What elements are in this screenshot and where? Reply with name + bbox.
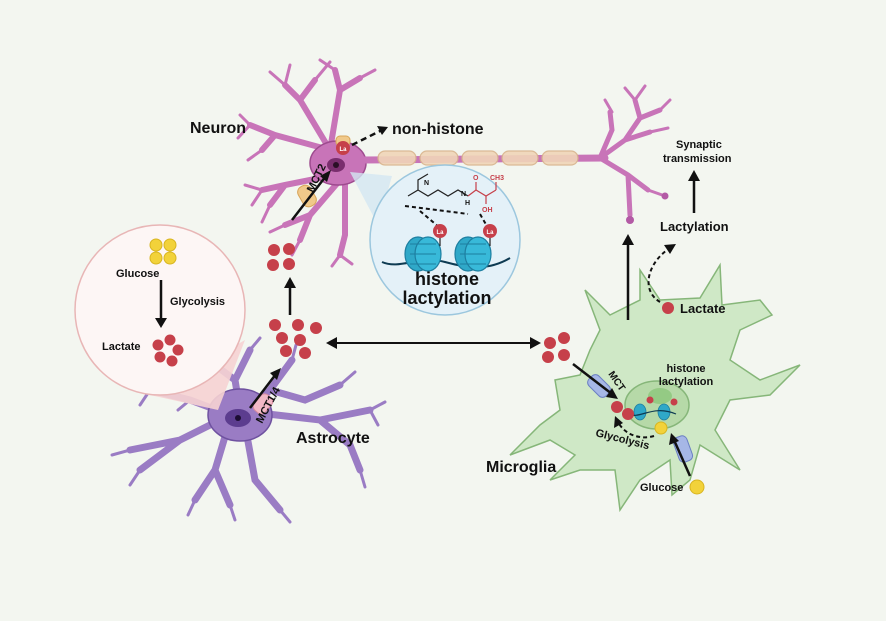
lactate-cluster-left (152, 334, 184, 367)
histone-lactylation-label-2: lactylation (402, 288, 491, 308)
svg-text:La: La (486, 230, 494, 236)
non-histone-label: non-histone (392, 121, 484, 138)
synaptic-label-1: Synaptic (676, 139, 722, 151)
microglia-label: Microglia (486, 459, 556, 476)
neuron-terminal-thin (603, 84, 672, 222)
myelin-segment (419, 150, 459, 166)
lactyl-lysine-structure (407, 173, 497, 204)
glucose-outside-microglia (689, 479, 705, 495)
glucose-transporter (672, 435, 694, 463)
arrow-lactate-to-neuron (291, 175, 327, 221)
arrow-glycolysis-micro (617, 421, 655, 439)
histone-lens (369, 164, 521, 316)
microglia-nucleosomes (627, 396, 678, 421)
neuron-label: Neuron (190, 120, 246, 137)
synaptic-label-2: transmission (663, 153, 732, 165)
glycolysis-label-left: Glycolysis (170, 296, 225, 308)
neuron-dendrite-thin (236, 58, 377, 268)
la-badge-histone-left (433, 224, 447, 238)
dna-strand (381, 257, 511, 269)
myelin-sheaths (377, 150, 579, 166)
lactate-label-right: Lactate (680, 301, 726, 316)
svg-text:N: N (424, 180, 429, 187)
histone-lactylation-label-1: histone (415, 269, 479, 289)
lactate-cluster-microglia (542, 332, 570, 363)
la-badge-histone-right (483, 224, 497, 238)
svg-text:H: H (465, 200, 470, 207)
microglia-histone-label-2: lactylation (659, 376, 714, 388)
myelin-segment (541, 150, 579, 166)
svg-text:O: O (473, 175, 479, 182)
neuron-axon-terminal (597, 97, 663, 218)
svg-text:La: La (436, 230, 444, 236)
myelin-segment (501, 150, 539, 166)
glucose-inside-microglia (654, 421, 668, 435)
glucose-label-micro: Glucose (640, 482, 683, 494)
la-badge-neuron (336, 141, 350, 155)
svg-text:CH3: CH3 (490, 175, 504, 182)
arrow-astrocyte-out (249, 373, 277, 409)
lactate-inside-microglia (611, 401, 634, 420)
lactylation-label: Lactylation (660, 219, 729, 234)
myelin-segment (377, 150, 417, 166)
svg-text:OH: OH (482, 207, 493, 214)
arrow-glucose-in (672, 439, 692, 477)
microglia-histone-label-1: histone (666, 363, 705, 375)
neuron-dendrite (247, 67, 363, 258)
astrocyte-label: Astrocyte (296, 430, 370, 447)
arrow-into-microglia (572, 363, 613, 395)
lactate-cluster-center (269, 319, 322, 359)
lactate-label-left: Lactate (102, 341, 141, 353)
lactate-dot-right (662, 302, 674, 314)
glucose-label-left: Glucose (116, 268, 159, 280)
nucleosome-right (454, 236, 492, 272)
lactate-cluster-upper (267, 243, 295, 271)
la-badge-text: La (339, 147, 347, 153)
nucleosome-left (404, 236, 442, 272)
svg-text:N: N (461, 191, 466, 198)
arrow-lactate-to-lactylation (647, 247, 671, 303)
microglia-nucleus (624, 380, 690, 430)
glucose-cluster-left (149, 238, 177, 265)
arrow-to-non-histone (351, 128, 383, 147)
myelin-segment (461, 150, 499, 166)
